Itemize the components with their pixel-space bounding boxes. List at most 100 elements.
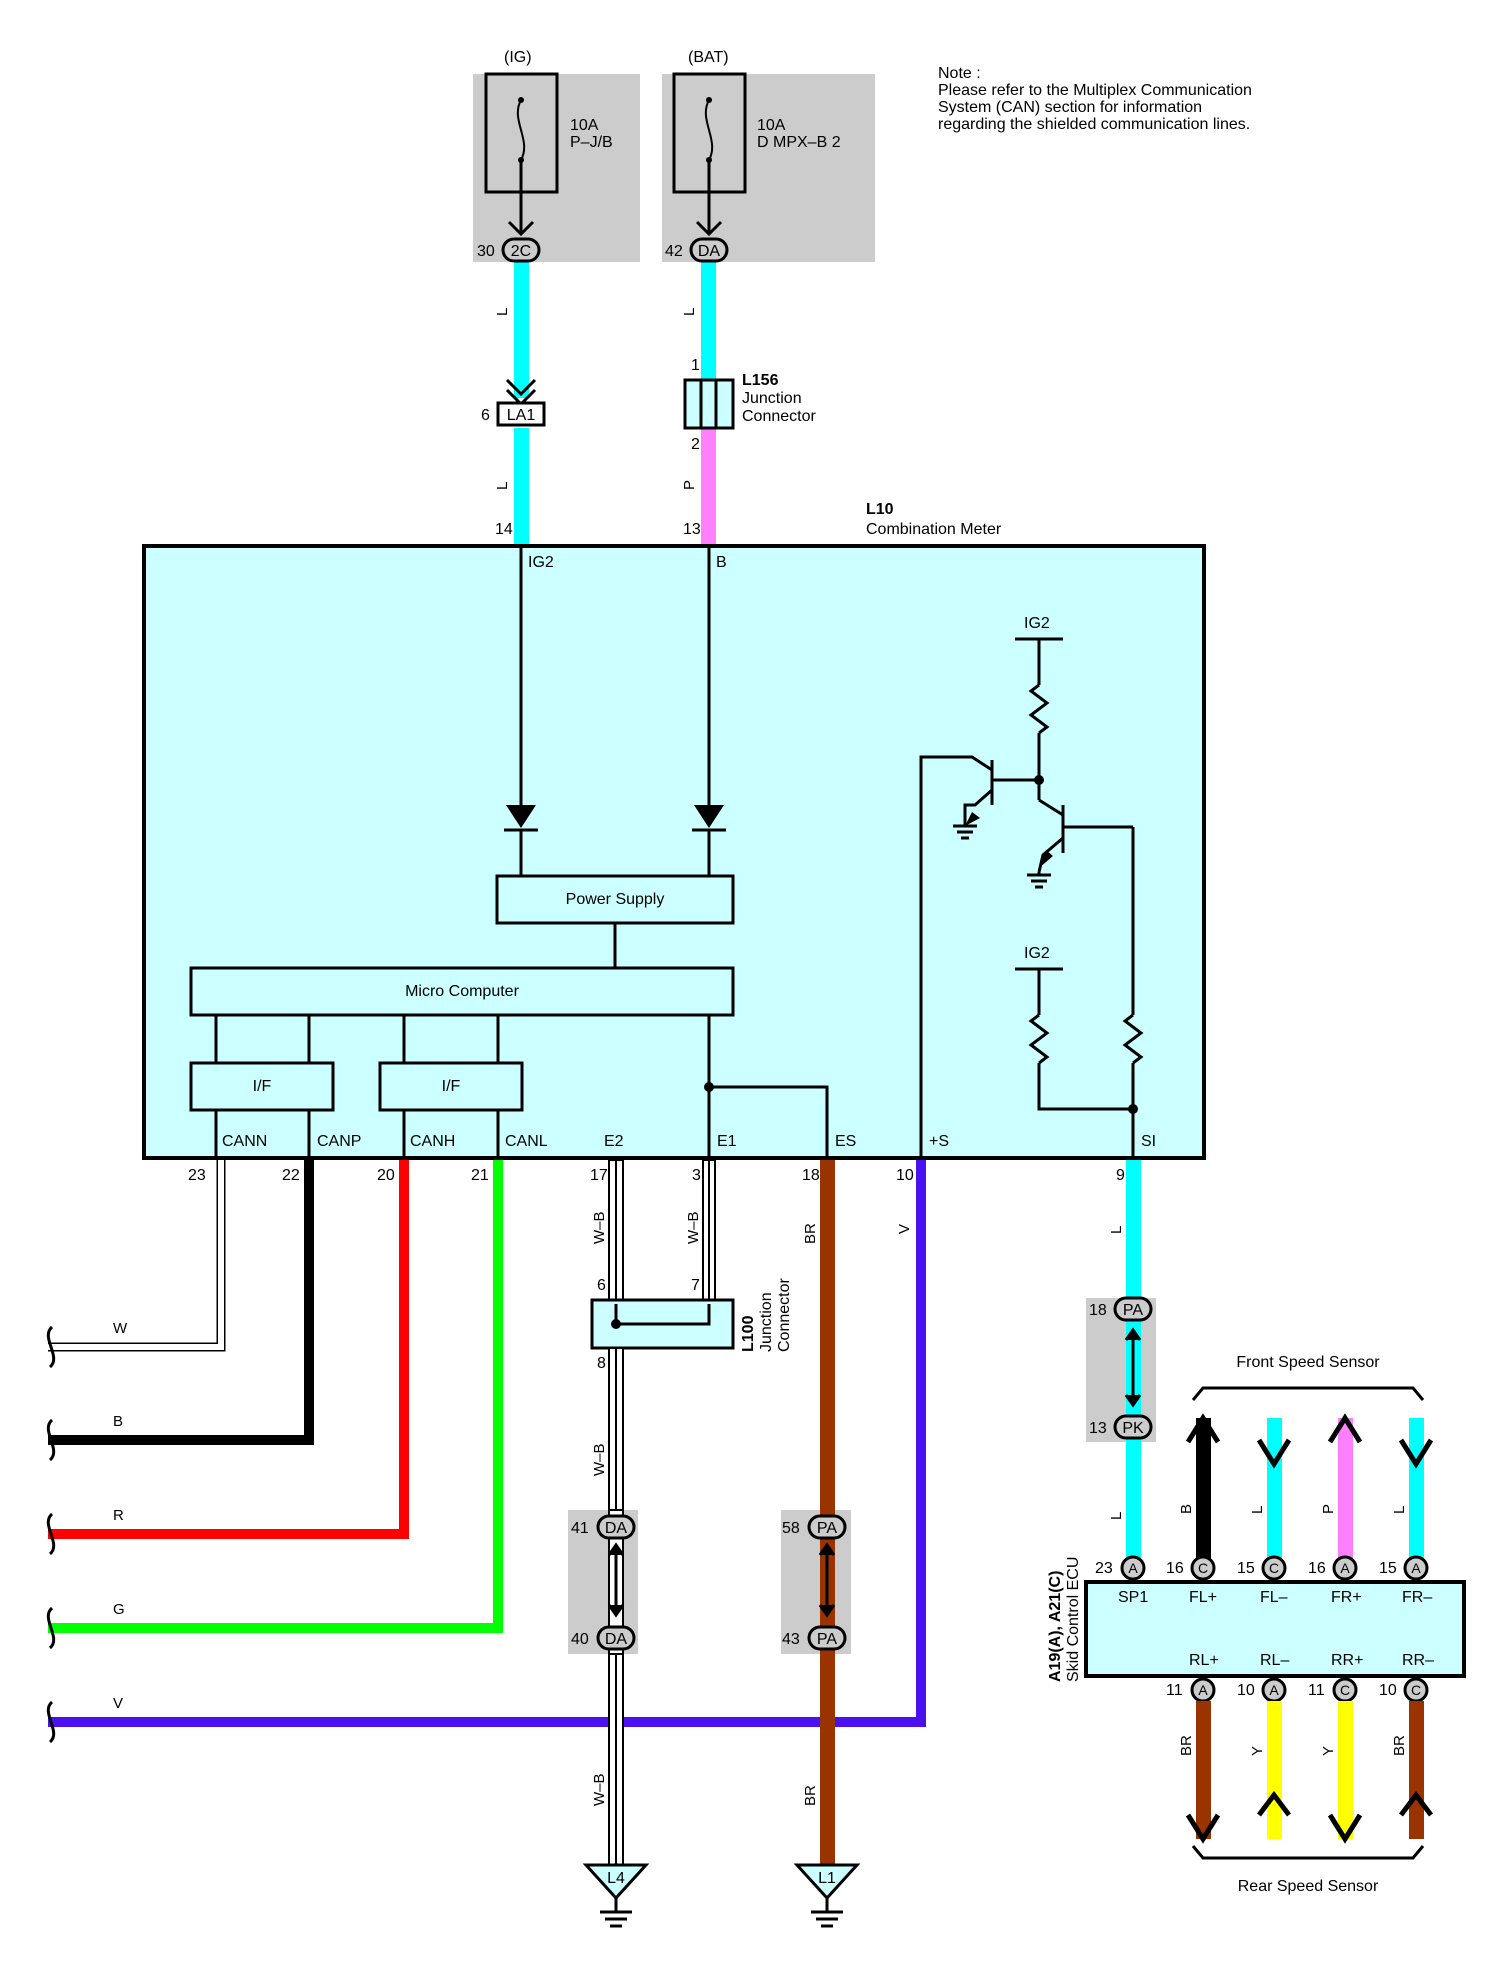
fuse-bat-pin: 42 bbox=[665, 243, 683, 260]
interface-block-1 bbox=[189, 1061, 335, 1112]
ecu-pin-fr-minus: 15 bbox=[1379, 1560, 1397, 1577]
diode-b-icon bbox=[694, 805, 724, 828]
es-wire: BR BR PA 58 PA 43 L1 bbox=[781, 1160, 861, 1928]
break-mark-r bbox=[46, 1512, 56, 1556]
ecu-term-sp1: SP1 bbox=[1118, 1589, 1148, 1606]
meter-term-b: B bbox=[716, 554, 727, 571]
connector-pa-si-bottom-label: PK bbox=[1122, 1420, 1144, 1437]
l156-id: L156 bbox=[742, 372, 779, 389]
bus-wire-r bbox=[48, 1160, 409, 1539]
wire-label-e2-bottom: W–B bbox=[591, 1773, 608, 1806]
meter-pin-canh: 20 bbox=[377, 1167, 395, 1184]
l156-name-1: Junction bbox=[742, 390, 802, 407]
ecu-term-rl-plus: RL+ bbox=[1189, 1652, 1219, 1669]
wire-label-ig-1: L bbox=[494, 308, 511, 316]
fuse-bat-rating: 10A bbox=[757, 117, 786, 134]
connector-la1-label: LA1 bbox=[507, 407, 536, 424]
meter-ig2-label-b: IG2 bbox=[1024, 945, 1050, 962]
note-line-3: System (CAN) section for information bbox=[938, 99, 1202, 116]
ecu-term-fl-plus: FL+ bbox=[1189, 1589, 1217, 1606]
ecu-term-rr-minus: RR– bbox=[1402, 1652, 1434, 1669]
wire-label-si-low: L bbox=[1108, 1512, 1125, 1520]
bus-wire-v bbox=[48, 1160, 926, 1727]
note-line-2: Please refer to the Multiplex Communicat… bbox=[938, 82, 1252, 99]
wire-label-es: BR bbox=[802, 1223, 819, 1244]
fuse-bat-supply: (BAT) bbox=[688, 49, 729, 66]
meter-pin-plus-s: 10 bbox=[896, 1167, 914, 1184]
bus-wire-b bbox=[48, 1160, 314, 1445]
fuse-ig-block: (IG) 10A P–J/B 30 bbox=[473, 49, 640, 262]
fuse-ig-supply: (IG) bbox=[504, 49, 532, 66]
connector-pa-si-top-pin: 18 bbox=[1089, 1302, 1107, 1319]
ecu-wire-rr-minus: BR bbox=[1391, 1735, 1408, 1756]
fuse-bat-block: (BAT) 10A D MPX–B 2 42 bbox=[662, 49, 875, 262]
meter-pin-es: 18 bbox=[802, 1167, 820, 1184]
interface-label-1: I/F bbox=[253, 1078, 272, 1095]
meter-pin-si: 9 bbox=[1116, 1167, 1125, 1184]
meter-pin-canl: 21 bbox=[471, 1167, 489, 1184]
can-bus-wires: W B R G V bbox=[46, 1160, 926, 1744]
fuse-ig-name: P–J/B bbox=[570, 134, 613, 151]
sensor-arrow-rl-plus-icon bbox=[1185, 1813, 1221, 1844]
ecu-wire-rl-minus: Y bbox=[1249, 1746, 1266, 1756]
ecu-box bbox=[1084, 1580, 1466, 1678]
meter-term-canl: CANL bbox=[505, 1133, 548, 1150]
bus-label-b: B bbox=[113, 1413, 123, 1430]
meter-pin-canp: 22 bbox=[282, 1167, 300, 1184]
ecu-term-fr-minus: FR– bbox=[1402, 1589, 1432, 1606]
l100-pin-b: 7 bbox=[691, 1277, 700, 1294]
ecu-conn-rr-plus: C bbox=[1340, 1682, 1350, 1698]
ecu-conn-sp1: A bbox=[1128, 1560, 1138, 1576]
ground-l1-label: L1 bbox=[818, 1870, 836, 1887]
note-line-4: regarding the shielded communication lin… bbox=[938, 116, 1250, 133]
wire-label-e1: W–B bbox=[685, 1211, 702, 1244]
ecu-conn-fl-plus: C bbox=[1198, 1560, 1208, 1576]
ecu-conn-rr-minus: C bbox=[1411, 1682, 1421, 1698]
front-sensor-bracket bbox=[1191, 1386, 1425, 1401]
connector-pa-si-top-label: PA bbox=[1123, 1302, 1143, 1319]
l156-pin-out: 2 bbox=[691, 436, 700, 453]
connector-da-top: DA bbox=[689, 220, 729, 263]
connector-da-e2-bottom-label: DA bbox=[605, 1631, 628, 1648]
wire-label-ig-2: L bbox=[494, 482, 511, 490]
power-supply-block bbox=[495, 874, 735, 925]
bus-label-r: R bbox=[113, 1507, 124, 1524]
connector-2c: 2C bbox=[501, 220, 541, 263]
ground-l1-icon bbox=[793, 1863, 861, 1901]
ecu-wire-rr-plus: Y bbox=[1320, 1746, 1337, 1756]
ecu-pin-rr-plus: 11 bbox=[1308, 1682, 1325, 1699]
fuse-ig-rating: 10A bbox=[570, 117, 599, 134]
bus-label-g: G bbox=[113, 1601, 125, 1618]
micro-computer-label: Micro Computer bbox=[405, 983, 519, 1000]
connector-da-top-label: DA bbox=[698, 243, 721, 260]
ecu-wire-fl-minus: L bbox=[1249, 1506, 1266, 1514]
front-speed-sensor-label: Front Speed Sensor bbox=[1236, 1354, 1380, 1371]
top-wires: L L L P bbox=[494, 262, 716, 546]
fuse-bat-name: D MPX–B 2 bbox=[757, 134, 841, 151]
connector-pa-si-bottom-pin: 13 bbox=[1089, 1420, 1107, 1437]
connector-da-e2-bottom-pin: 40 bbox=[571, 1631, 589, 1648]
ecu-pin-sp1: 23 bbox=[1095, 1560, 1113, 1577]
l100-pin-a: 6 bbox=[597, 1277, 606, 1294]
bus-wire-w bbox=[48, 1160, 224, 1350]
wire-label-bat-1: L bbox=[681, 308, 698, 316]
meter-term-e1: E1 bbox=[717, 1133, 737, 1150]
fuse-ig-icon bbox=[516, 99, 526, 161]
connector-pa-es-top-label: PA bbox=[817, 1520, 837, 1537]
ground-l4-icon bbox=[582, 1863, 650, 1901]
meter-term-cann: CANN bbox=[222, 1133, 267, 1150]
ecu-conn-fr-plus: A bbox=[1340, 1560, 1350, 1576]
sensor-arrow-fl-minus-icon bbox=[1256, 1438, 1292, 1469]
ecu-wire-fr-plus: P bbox=[1320, 1504, 1337, 1514]
meter-term-e2: E2 bbox=[604, 1133, 624, 1150]
junction-connector-l156: 1 2 L156 Junction Connector bbox=[683, 357, 816, 453]
break-mark-v bbox=[46, 1700, 56, 1744]
ground-l4-label: L4 bbox=[607, 1870, 625, 1887]
wire-label-bat-2: P bbox=[681, 480, 698, 490]
ecu-conn-fr-minus: A bbox=[1411, 1560, 1421, 1576]
resistor-1-icon bbox=[1028, 683, 1050, 735]
si-wire: L L PA 18 PK 13 bbox=[1086, 1160, 1156, 1568]
meter-ig2-label-a: IG2 bbox=[1024, 615, 1050, 632]
ecu-term-rr-plus: RR+ bbox=[1331, 1652, 1363, 1669]
